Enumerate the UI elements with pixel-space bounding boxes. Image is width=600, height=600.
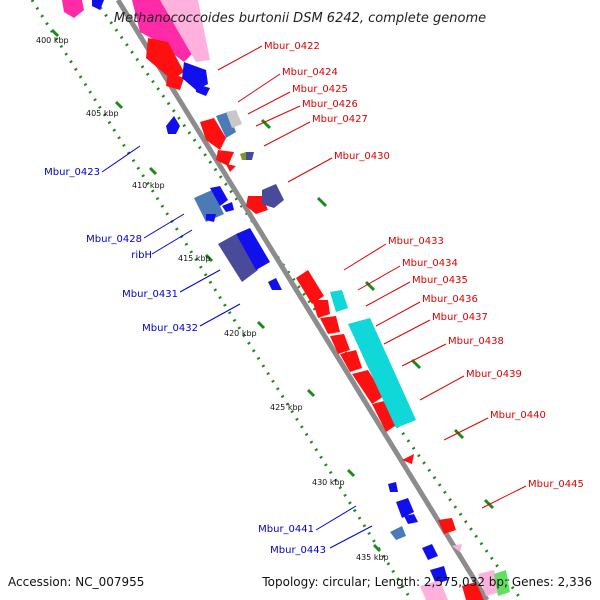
gene-red-0422	[146, 38, 184, 80]
inner-scale-line	[30, 0, 412, 599]
gene-label[interactable]: Mbur_0428	[86, 234, 142, 245]
gene-lightpink-small	[452, 544, 462, 552]
gene-lightpink-large	[160, 0, 210, 62]
gene-features	[62, 0, 510, 600]
scale-dots	[30, 0, 522, 599]
scale-label: 420 kbp	[224, 329, 257, 338]
gene-blue-ribH	[210, 186, 228, 206]
gene-label[interactable]: ribH	[131, 250, 152, 261]
gene-red-0436	[320, 316, 340, 334]
scale-label: 415 kbp	[178, 254, 211, 263]
gene-label[interactable]: Mbur_0426	[302, 99, 358, 110]
gene-pink-top	[62, 0, 84, 18]
gene-label[interactable]: Mbur_0436	[422, 294, 478, 305]
gene-label[interactable]: Mbur_0422	[264, 41, 320, 52]
gene-cyan-large	[348, 318, 416, 428]
gene-blue-0432	[268, 278, 282, 290]
gene-red-small	[402, 454, 414, 464]
gene-label[interactable]: Mbur_0437	[432, 312, 488, 323]
gene-steel-0426	[216, 112, 236, 138]
gene-red-0427c	[226, 164, 236, 172]
gene-label[interactable]: Mbur_0427	[312, 114, 368, 125]
gene-label[interactable]: Mbur_0445	[528, 479, 584, 490]
gene-green-bottom	[494, 570, 510, 596]
gene-blue-small2	[206, 214, 216, 222]
gene-red-0433	[296, 270, 324, 304]
gene-label[interactable]: Mbur_0430	[334, 151, 390, 162]
gene-slate-0430	[262, 184, 284, 208]
gene-label[interactable]: Mbur_0434	[402, 258, 458, 269]
map-title: Methanococcoides burtonii DSM 6242, comp…	[114, 11, 486, 26]
gene-red-0426	[200, 118, 226, 150]
forward-leaders	[217, 45, 527, 509]
gene-label[interactable]: Mbur_0438	[448, 336, 504, 347]
gene-label[interactable]: Mbur_0443	[270, 545, 326, 556]
scale-label: 410 kbp	[132, 181, 165, 190]
gene-red-0440	[372, 400, 398, 432]
gene-blue-small1	[222, 202, 234, 212]
gene-blue-0441a	[388, 482, 398, 492]
gene-blue-0423	[166, 116, 180, 134]
gene-label[interactable]: Mbur_0423	[44, 167, 100, 178]
gene-blue-0425	[196, 84, 210, 96]
gene-red-bottom	[462, 582, 484, 600]
gene-lightpink-bottom	[420, 580, 448, 600]
gene-blue-0431	[236, 228, 270, 270]
gene-red-0437	[330, 334, 350, 354]
gene-slate-0431	[218, 234, 258, 282]
gene-red-0427b	[216, 150, 234, 166]
forward-gene-labels: Mbur_0422 Mbur_0424 Mbur_0425 Mbur_0426 …	[264, 41, 584, 490]
gene-red-0422b	[166, 72, 184, 90]
gene-blue-top	[92, 0, 104, 10]
gene-label[interactable]: Mbur_0433	[388, 236, 444, 247]
gene-steel-0428	[194, 190, 224, 222]
gene-blue-0441b	[396, 498, 414, 518]
gene-cyan-0434	[330, 290, 348, 312]
gene-label[interactable]: Mbur_0435	[412, 275, 468, 286]
gene-gray-0427	[226, 110, 242, 128]
gene-red-0439	[352, 370, 384, 404]
summary-text: Topology: circular; Length: 2,575,032 bp…	[261, 575, 592, 589]
scale-label: 405 kbp	[86, 109, 119, 118]
genome-backbone	[115, 0, 490, 600]
gene-blue-bottom	[430, 566, 448, 584]
gene-red-0435	[312, 300, 330, 318]
scale-label: 400 kbp	[36, 36, 69, 45]
scale-label: 425 kbp	[270, 403, 303, 412]
scale-ticks	[50, 28, 495, 553]
gene-label[interactable]: Mbur_0425	[292, 84, 348, 95]
scale-labels: 400 kbp 405 kbp 410 kbp 415 kbp 420 kbp …	[36, 36, 389, 562]
gene-label[interactable]: Mbur_0424	[282, 67, 338, 78]
gene-steel-0443	[390, 526, 406, 540]
gene-blue-0443b	[422, 544, 438, 560]
gene-red-0438	[340, 350, 362, 372]
gene-slate-small	[246, 152, 254, 160]
gene-red-0445	[438, 518, 456, 534]
gene-label[interactable]: Mbur_0432	[142, 323, 198, 334]
reverse-gene-labels: Mbur_0423 Mbur_0428 ribH Mbur_0431 Mbur_…	[44, 167, 326, 556]
scale-label: 430 kbp	[312, 478, 345, 487]
gene-label[interactable]: Mbur_0440	[490, 410, 546, 421]
reverse-leaders	[101, 145, 373, 549]
gene-label[interactable]: Mbur_0441	[258, 524, 314, 535]
scale-label: 435 kbp	[356, 553, 389, 562]
gene-blue-0441c	[404, 514, 418, 524]
gene-label[interactable]: Mbur_0431	[122, 289, 178, 300]
accession-text: Accession: NC_007955	[8, 575, 144, 589]
gene-blue-0424	[182, 62, 208, 90]
gene-label[interactable]: Mbur_0439	[466, 369, 522, 380]
